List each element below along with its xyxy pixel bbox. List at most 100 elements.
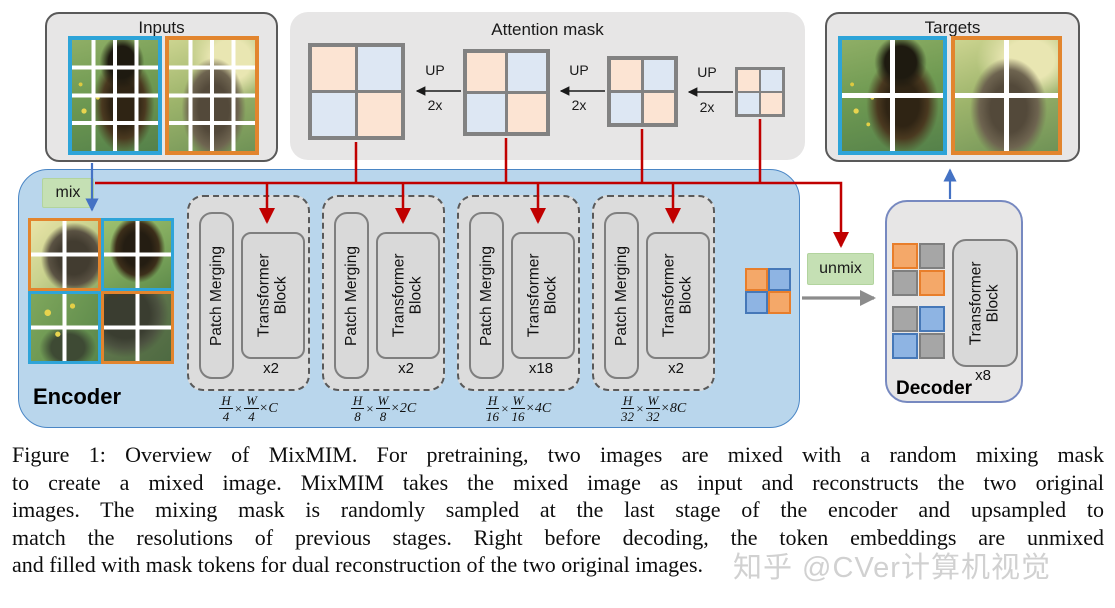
transformer-block: Transformer Block <box>241 232 305 359</box>
encoder-stage-3: Patch Merging Transformer Block x18 <box>457 195 580 391</box>
transformer-block: Transformer Block <box>646 232 710 359</box>
transformer-block-label: Transformer Block <box>967 261 1003 345</box>
input-image-cat <box>165 36 259 155</box>
mask-cell <box>508 94 546 132</box>
mask-token <box>892 306 918 332</box>
input-image-dog <box>68 36 162 155</box>
transformer-block-label: Transformer Block <box>525 253 561 338</box>
mask-token <box>919 333 945 359</box>
watermark: 知乎 @CVer计算机视觉 <box>733 552 1051 584</box>
transformer-block: Transformer Block <box>511 232 575 359</box>
transformer-block: Transformer Block <box>376 232 440 359</box>
mixing-mask-stage4 <box>735 67 785 117</box>
repeat-count: x18 <box>528 360 554 377</box>
upsample-scale: 2x <box>427 97 443 113</box>
patch-merging-block: Patch Merging <box>334 212 369 379</box>
patch-merging-label: Patch Merging <box>207 245 225 346</box>
mask-cell <box>312 47 355 90</box>
patch-merging-block: Patch Merging <box>604 212 639 379</box>
decoder-box: Transformer Block x8 Decoder <box>885 200 1023 403</box>
mixing-mask-stage3 <box>607 56 678 127</box>
mask-cell <box>761 70 782 91</box>
token-orange <box>919 270 945 296</box>
transformer-block-label: Transformer Block <box>660 253 696 338</box>
mask-cell <box>312 93 355 136</box>
mask-token <box>919 243 945 269</box>
mask-cell <box>358 93 401 136</box>
attention-mask-title: Attention mask <box>491 20 604 39</box>
encoder-label: Encoder <box>33 384 122 409</box>
decoder-repeat-count: x8 <box>975 367 991 384</box>
mask-cell <box>358 47 401 90</box>
mixing-mask-stage1 <box>308 43 405 140</box>
patch-merging-label: Patch Merging <box>477 245 495 346</box>
mask-cell <box>738 93 759 114</box>
repeat-count: x2 <box>398 360 414 377</box>
patch-merging-block: Patch Merging <box>199 212 234 379</box>
mask-cell <box>644 60 674 90</box>
repeat-count: x2 <box>668 360 684 377</box>
mask-cell <box>761 93 782 114</box>
unmixed-token-grid-blue <box>892 306 945 359</box>
encoder-stage-1: Patch Merging Transformer Block x2 <box>187 195 310 391</box>
token-blue <box>768 268 791 291</box>
mask-cell <box>738 70 759 91</box>
patch-merging-label: Patch Merging <box>612 245 630 346</box>
mixed-quadrant-dog-head <box>101 218 174 291</box>
targets-title: Targets <box>924 18 981 37</box>
figure-caption: Figure 1: Overview of MixMIM. For pretra… <box>12 441 1104 579</box>
transformer-block-label: Transformer Block <box>255 253 291 338</box>
mask-cell <box>467 94 505 132</box>
decoder-transformer-block: Transformer Block <box>952 239 1018 367</box>
repeat-count: x2 <box>263 360 279 377</box>
mix-operation: mix <box>42 178 94 208</box>
upsample-label: UP <box>697 64 717 80</box>
encoder-stage-4: Patch Merging Transformer Block x2 <box>592 195 715 391</box>
upsample-scale: 2x <box>699 99 715 115</box>
mixing-mask-stage2 <box>463 49 550 136</box>
target-image-dog <box>838 36 947 155</box>
mask-cell <box>611 93 641 123</box>
token-blue <box>892 333 918 359</box>
mask-token <box>892 270 918 296</box>
patch-merging-block: Patch Merging <box>469 212 504 379</box>
mixed-image <box>28 218 174 364</box>
mask-cell <box>644 93 674 123</box>
token-blue <box>745 291 768 314</box>
mask-cell <box>508 53 546 91</box>
mask-cell <box>611 60 641 90</box>
upsample-label: UP <box>425 62 445 78</box>
patch-merging-label: Patch Merging <box>342 245 360 346</box>
caption-line: match the resolutions of previous stages… <box>12 524 1104 550</box>
caption-line: Figure 1: Overview of MixMIM. For pretra… <box>12 442 1104 467</box>
mixed-quadrant-grass <box>28 291 101 364</box>
token-orange <box>768 291 791 314</box>
upsample-scale: 2x <box>571 97 587 113</box>
grid-overlay <box>169 40 255 151</box>
caption-line: images. The mixing mask is randomly samp… <box>12 497 1104 523</box>
mixed-quadrant-cat-head <box>28 218 101 291</box>
mixed-token-grid <box>745 268 791 314</box>
grid-overlay <box>955 40 1058 151</box>
grid-overlay <box>72 40 158 151</box>
mixed-quadrant-cat-body <box>101 291 174 364</box>
caption-line: to create a mixed image. MixMIM takes th… <box>12 469 1104 495</box>
target-image-cat <box>951 36 1062 155</box>
token-blue <box>919 306 945 332</box>
token-orange <box>892 243 918 269</box>
encoder-stage-2: Patch Merging Transformer Block x2 <box>322 195 445 391</box>
inputs-title: Inputs <box>138 18 185 37</box>
upsample-label: UP <box>569 62 589 78</box>
caption-line: and filled with mask tokens for dual rec… <box>12 552 704 578</box>
unmixed-token-grid-orange <box>892 243 945 296</box>
unmix-operation: unmix <box>807 253 874 285</box>
mask-cell <box>467 53 505 91</box>
decoder-label: Decoder <box>896 378 973 399</box>
token-orange <box>745 268 768 291</box>
transformer-block-label: Transformer Block <box>390 253 426 338</box>
